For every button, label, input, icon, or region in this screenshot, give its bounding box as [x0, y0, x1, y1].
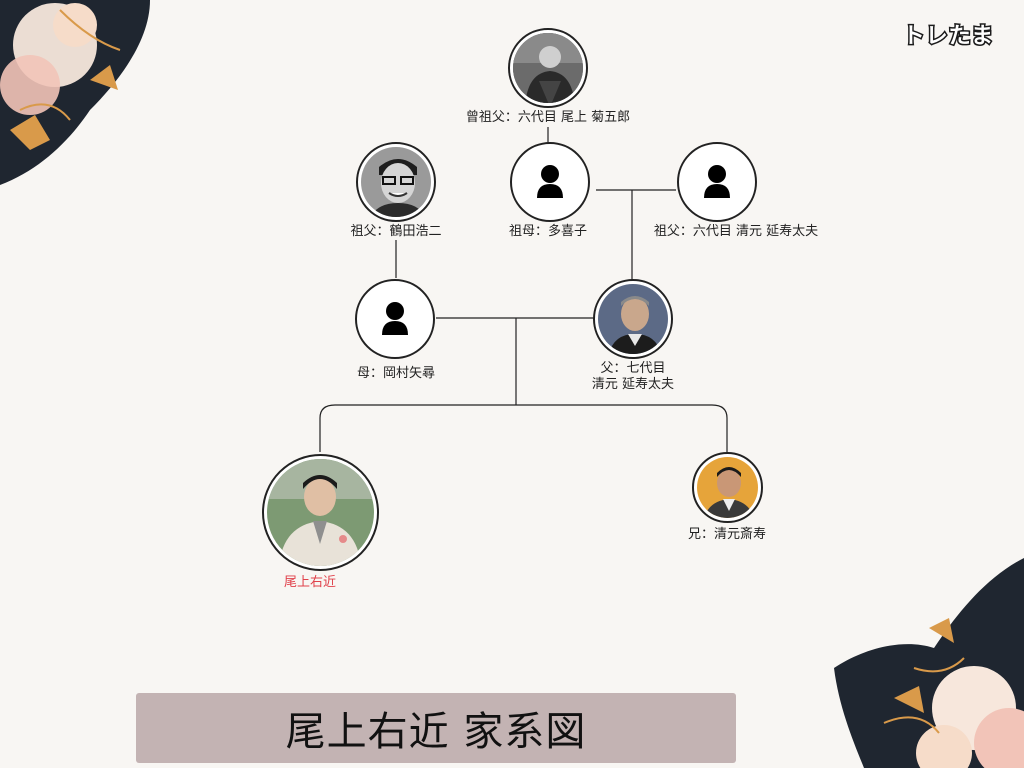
father-label-line2: 清元 延寿太夫	[591, 377, 675, 392]
mother-placeholder	[355, 279, 435, 359]
person-icon	[537, 165, 563, 198]
father-portrait	[593, 279, 673, 359]
brother-portrait	[692, 452, 763, 523]
paternal-grandfather-label: 祖父：六代目 清元 延寿太夫	[653, 224, 819, 239]
subject-label: 尾上右近	[283, 575, 337, 590]
great-grandfather-label: 曾祖父：六代目 尾上 菊五郎	[465, 110, 631, 125]
grandmother-placeholder	[510, 142, 590, 222]
mother-label: 母：岡村矢尋	[356, 366, 436, 381]
maternal-grandfather-portrait	[356, 142, 436, 222]
grandmother-label: 祖母：多喜子	[508, 224, 588, 239]
paternal-grandfather-placeholder	[677, 142, 757, 222]
title-bar: 尾上右近 家系図	[136, 693, 736, 763]
page-title: 尾上右近 家系図	[285, 709, 587, 755]
floral-decoration-bottom-right	[834, 558, 1024, 768]
subject-portrait	[262, 454, 379, 571]
maternal-grandfather-label: 祖父：鶴田浩二	[350, 224, 442, 239]
person-icon	[704, 165, 730, 198]
great-grandfather-portrait	[508, 28, 588, 108]
floral-decoration-top-left	[0, 0, 150, 185]
brother-label: 兄：清元斎寿	[687, 527, 767, 542]
person-icon	[382, 302, 408, 335]
brand-logo: トレたま	[901, 23, 994, 51]
father-label-line1: 父：七代目	[600, 361, 666, 376]
